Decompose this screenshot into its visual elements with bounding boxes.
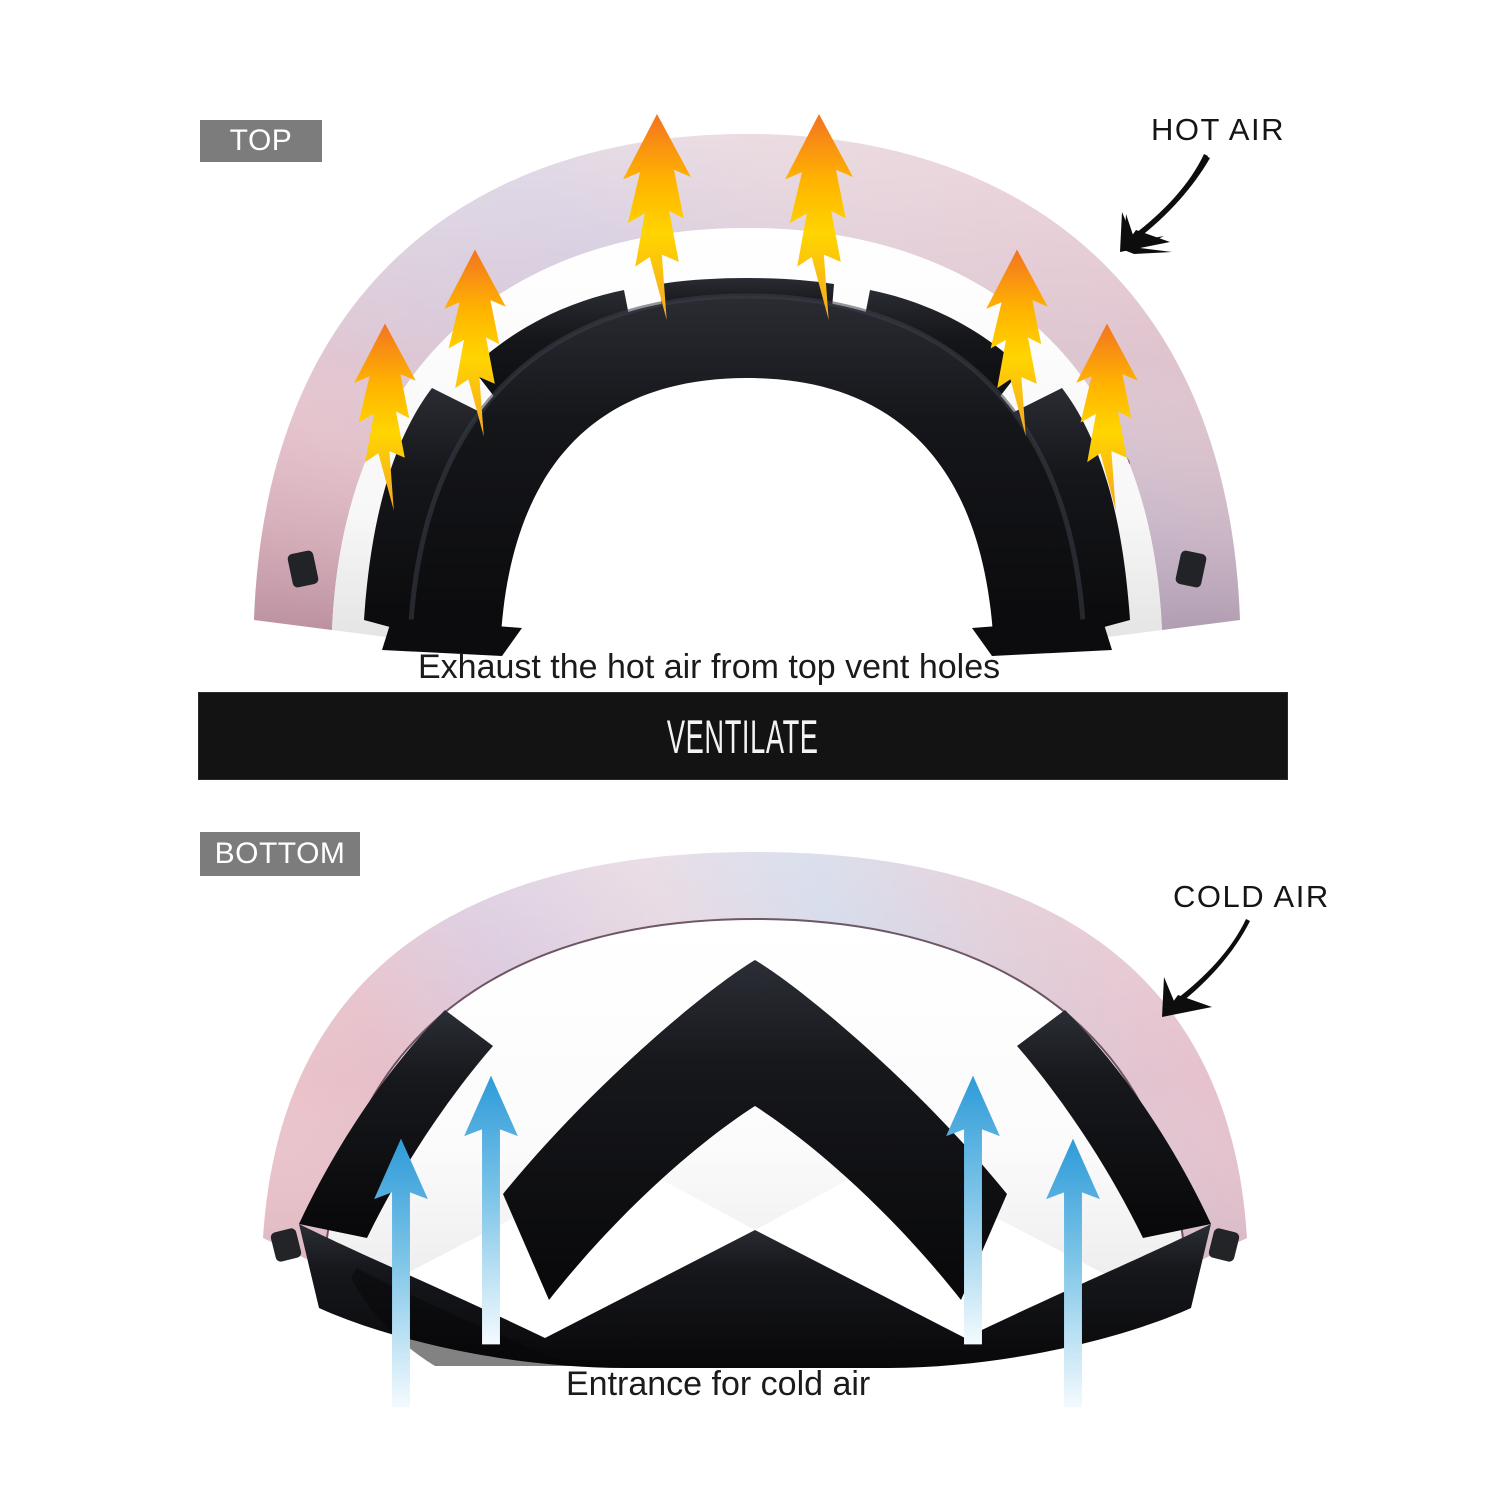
cold-air-arrow-1	[374, 1138, 428, 1408]
flame-arrow-5	[986, 249, 1048, 437]
goggle-top-view	[232, 100, 1262, 660]
flame-arrow-6	[1076, 323, 1138, 511]
hot-air-label: HOT AIR	[1151, 112, 1285, 147]
goggle-foam-base	[382, 618, 1112, 656]
view-badge-top-label: TOP	[229, 124, 293, 157]
goggle-nose-foam	[503, 960, 1007, 1300]
ventilate-label: VENTILATE	[667, 709, 819, 763]
goggle-bottom-illustration	[263, 852, 1247, 1368]
bottom-caption: Entrance for cold air	[566, 1365, 871, 1403]
goggle-face-foam	[407, 293, 1087, 652]
curved-arrow-down-left-icon-hot	[1120, 154, 1210, 254]
top-caption: Exhaust the hot air from top vent holes	[418, 648, 1001, 686]
ventilate-divider-bar: VENTILATE	[198, 692, 1288, 780]
goggle-strap-clips	[287, 550, 1207, 588]
goggle-strap-clips-bottom	[270, 1228, 1240, 1262]
goggle-side-foam-pads	[299, 1010, 1211, 1238]
flame-arrow-4	[785, 114, 853, 320]
flame-arrow-2	[444, 249, 506, 437]
cold-air-arrow-3	[946, 1075, 1000, 1345]
flame-arrow-1	[354, 323, 416, 511]
goggle-lens-shell	[254, 134, 1240, 630]
goggle-bottom-view	[245, 838, 1265, 1408]
cold-air-arrow-2	[464, 1075, 518, 1345]
view-badge-bottom-label: BOTTOM	[214, 837, 346, 870]
view-badge-bottom: BOTTOM	[200, 832, 360, 876]
view-badge-top: TOP	[200, 120, 322, 162]
flame-arrow-3	[623, 114, 691, 320]
cold-air-arrow-4	[1046, 1138, 1100, 1408]
curved-arrow-down-left-icon-cold	[1162, 919, 1250, 1017]
cold-air-label: COLD AIR	[1173, 879, 1330, 914]
